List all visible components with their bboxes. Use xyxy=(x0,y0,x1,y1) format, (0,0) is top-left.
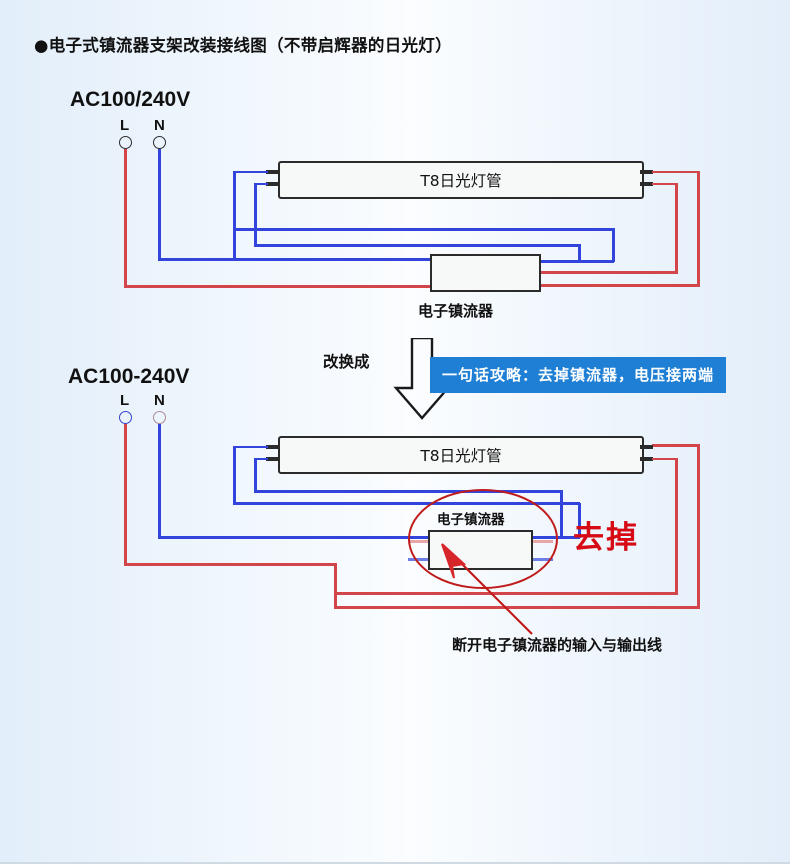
lower-blue-loop-a-vertical xyxy=(233,445,236,505)
lower-blue-loop-b-drop xyxy=(560,490,563,538)
upper-red-right-top-vertical xyxy=(697,170,700,287)
upper-tube-pin-right-top xyxy=(640,170,653,174)
upper-red-right-top-return xyxy=(541,284,699,287)
upper-red-right-bottom-return xyxy=(541,271,677,274)
lower-supply-voltage-label: AC100-240V xyxy=(68,365,190,388)
lower-live-pin-label: L xyxy=(120,392,130,409)
lower-fluorescent-tube: T8日光灯管 xyxy=(278,436,644,474)
remove-highlight-ellipse xyxy=(408,489,558,589)
upper-neutral-wire-horizontal xyxy=(158,258,432,261)
lower-neutral-terminal xyxy=(153,411,166,424)
convert-label: 改换成 xyxy=(323,353,370,371)
lower-tube-pin-left-top xyxy=(266,445,279,449)
lower-live-wire-step-down xyxy=(334,563,337,608)
upper-blue-loop-b-vertical xyxy=(254,182,257,247)
lower-tube-pin-left-bottom xyxy=(266,457,279,461)
lower-blue-loop-b-vertical xyxy=(254,457,257,493)
upper-live-pin-label: L xyxy=(120,117,130,134)
upper-neutral-wire-vertical xyxy=(158,149,161,260)
upper-neutral-terminal xyxy=(153,136,166,149)
lower-neutral-wire-horizontal xyxy=(158,536,580,539)
lower-blue-loop-a-bottom xyxy=(233,502,580,505)
lower-red-right-bottom-vertical xyxy=(675,457,678,595)
lower-live-terminal xyxy=(119,411,132,424)
upper-red-right-top xyxy=(652,170,700,173)
lower-tube-pin-right-bottom xyxy=(640,457,653,461)
upper-blue-loop-a-vertical xyxy=(233,170,236,259)
lower-live-wire-to-tube-top xyxy=(652,444,700,447)
upper-red-right-bottom xyxy=(652,182,677,185)
lower-live-wire-bottom-bus xyxy=(334,606,700,609)
lower-live-wire-vertical xyxy=(124,424,127,565)
lower-blue-loop-a-top xyxy=(233,445,268,448)
upper-live-wire-horizontal xyxy=(124,285,432,288)
lower-red-right-bottom xyxy=(652,457,677,460)
pointer-arrow-icon xyxy=(441,543,533,635)
tip-banner: 一句话攻略：去掉镇流器，电压接两端 xyxy=(430,357,727,393)
upper-tube-pin-right-bottom xyxy=(640,182,653,186)
page-title: ●电子式镇流器支架改装接线图（不带启辉器的日光灯） xyxy=(34,36,452,55)
upper-red-right-bottom-vertical xyxy=(675,182,678,274)
upper-blue-loop-a-top xyxy=(233,170,268,173)
upper-blue-loop-b-top xyxy=(254,182,268,185)
lower-neutral-pin-label: N xyxy=(154,392,165,409)
lower-red-right-bottom-return xyxy=(598,592,677,595)
remove-label: 去掉 xyxy=(573,520,639,556)
upper-live-wire-vertical xyxy=(124,149,127,287)
lower-tube-pin-right-top xyxy=(640,445,653,449)
upper-tube-pin-left-bottom xyxy=(266,182,279,186)
upper-ballast-box xyxy=(430,254,541,292)
upper-blue-loop-b-drop xyxy=(578,244,581,262)
lower-red-bus-left xyxy=(336,592,600,595)
lower-blue-loop-b-horizontal xyxy=(254,490,562,493)
down-arrow-icon xyxy=(393,338,451,420)
upper-blue-loop-b-horizontal xyxy=(254,244,580,247)
upper-ballast-label: 电子镇流器 xyxy=(418,302,494,320)
lower-blue-loop-b-top xyxy=(254,457,268,460)
upper-fluorescent-tube: T8日光灯管 xyxy=(278,161,644,199)
upper-blue-outer-vertical xyxy=(612,228,615,262)
lower-neutral-wire-vertical xyxy=(158,424,161,538)
upper-tube-pin-left-top xyxy=(266,170,279,174)
upper-blue-loop-a-bottom xyxy=(233,228,614,231)
upper-live-terminal xyxy=(119,136,132,149)
upper-tube-label: T8日光灯管 xyxy=(420,172,502,190)
lower-live-wire-horizontal xyxy=(124,563,336,566)
lower-neutral-wire-riser xyxy=(578,503,581,538)
lower-live-wire-right-riser xyxy=(697,445,700,608)
lower-caption: 断开电子镇流器的输入与输出线 xyxy=(452,636,663,654)
upper-neutral-pin-label: N xyxy=(154,117,165,134)
lower-tube-label: T8日光灯管 xyxy=(420,447,502,465)
upper-blue-outer-horizontal xyxy=(541,260,614,263)
upper-supply-voltage-label: AC100/240V xyxy=(70,88,191,111)
